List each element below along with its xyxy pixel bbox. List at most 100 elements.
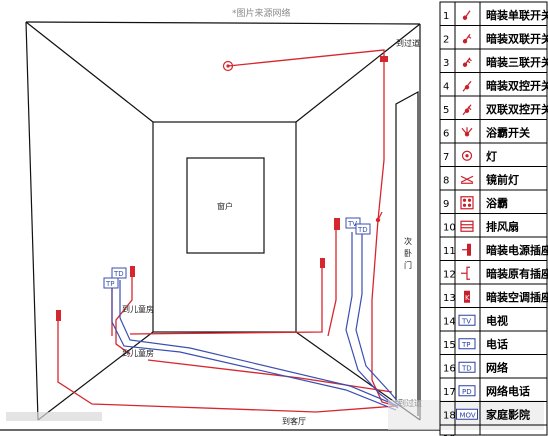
legend-number: 17 xyxy=(443,387,456,398)
caption: *图片来源网络 xyxy=(232,7,291,19)
legend-number: 3 xyxy=(443,58,449,69)
legend-label: 家庭影院 xyxy=(486,407,530,421)
triple-switch-icon xyxy=(462,57,472,67)
ceiling-right-edge xyxy=(295,23,421,123)
legend-number: 2 xyxy=(443,34,449,45)
bath-heater-switch-icon xyxy=(461,127,473,137)
legend-number: 16 xyxy=(443,363,456,374)
svg-text:TD: TD xyxy=(461,364,472,372)
legend-number: 19 xyxy=(443,434,456,436)
legend-number: 18 xyxy=(443,410,456,421)
signal-wiring xyxy=(111,232,401,411)
home-theater-icon: MOV xyxy=(456,408,478,420)
legend-label: 暗装原有插座 xyxy=(486,266,548,280)
kids-socket-icon xyxy=(130,266,135,277)
legend-label: 暗装空调插座 xyxy=(486,290,548,304)
double-switch-icon xyxy=(462,33,472,44)
ceiling-front-edge xyxy=(25,21,421,25)
legend-number: 5 xyxy=(443,105,449,116)
legend-label: 镜前灯 xyxy=(486,172,519,186)
single-switch-icon xyxy=(462,10,471,20)
lamp-wire xyxy=(227,49,385,67)
legend-label: 浴霸开关 xyxy=(486,125,530,139)
legend-number: 15 xyxy=(443,340,456,351)
power-wiring xyxy=(57,49,397,413)
left-td-tag: TD xyxy=(111,267,127,279)
to-passage-label: 到过道 xyxy=(396,38,420,48)
floor-left-edge xyxy=(37,331,154,421)
door-frame xyxy=(395,90,419,416)
legend-number: 14 xyxy=(443,316,456,327)
svg-text:TV: TV xyxy=(347,220,357,228)
svg-text:MOV: MOV xyxy=(460,411,476,419)
dual-control-switch-icon xyxy=(462,80,472,92)
td-line xyxy=(355,232,401,405)
legend-number: 9 xyxy=(443,199,449,210)
passage-switch-icon xyxy=(380,56,388,62)
legend-border xyxy=(439,1,548,436)
mirror-lamp-icon xyxy=(460,175,474,184)
legend-label: 暗装双控开关 xyxy=(486,78,548,92)
exhaust-fan-icon xyxy=(460,220,474,232)
left-tp-tag: TP xyxy=(103,277,119,289)
legend-number: 1 xyxy=(443,11,449,22)
legend-row: 1 暗装单联开关 xyxy=(440,8,548,26)
door-label-2: 卧 xyxy=(404,249,412,258)
legend-number: 13 xyxy=(443,293,456,304)
door-label-1: 次 xyxy=(404,236,412,246)
legend-row: 2 暗装双联开关 xyxy=(440,31,548,50)
legend-row: 18 MOV 家庭影院 xyxy=(440,407,547,426)
tv-line xyxy=(345,232,399,409)
watermark-blur-left xyxy=(6,412,102,421)
window-frame xyxy=(186,157,265,254)
tv-icon: TV xyxy=(458,314,476,326)
right-socket-drop xyxy=(327,230,337,337)
kids-signal-1 xyxy=(111,286,397,411)
legend-number: 8 xyxy=(443,175,449,186)
legend-number: 11 xyxy=(443,246,456,257)
back-wall xyxy=(152,121,297,333)
legend-label: 暗装双联开关 xyxy=(486,31,548,45)
telephone-icon: TP xyxy=(458,338,476,350)
to-kids-room-label-1: 到儿童房 xyxy=(122,304,154,314)
legend-label: 双联双控开关 xyxy=(486,102,548,116)
legend-row: 10 排风扇 xyxy=(440,219,547,238)
to-kids-room-label-2: 到儿童房 xyxy=(122,348,154,358)
window-label: 窗户 xyxy=(217,201,233,211)
lamp-icon xyxy=(461,150,473,161)
left-socket-icon xyxy=(56,310,61,321)
network-icon: TD xyxy=(458,361,476,373)
legend-row: 19 xyxy=(443,434,456,436)
svg-text:K: K xyxy=(465,294,470,302)
door-label-3: 门 xyxy=(404,260,412,270)
right-low-socket-icon xyxy=(320,258,325,268)
right-wall-riser xyxy=(371,60,397,407)
bath-heater-icon xyxy=(460,196,474,210)
legend-number: 10 xyxy=(443,222,456,233)
legend-row: 6 浴霸开关 xyxy=(440,125,547,144)
svg-text:PD: PD xyxy=(462,388,472,396)
td-outlet-tag: TD xyxy=(355,223,371,235)
to-living-room-label: 到客厅 xyxy=(282,416,306,426)
power-socket-icon xyxy=(462,243,471,256)
legend-label: 暗装单联开关 xyxy=(486,8,548,22)
back-floor-run xyxy=(129,266,323,335)
fixtures: TV TD TD TP xyxy=(56,56,388,321)
svg-text:TP: TP xyxy=(461,341,471,349)
ceiling-left-edge xyxy=(25,21,154,123)
left-wall-edge xyxy=(25,21,39,421)
svg-text:TD: TD xyxy=(357,226,368,234)
legend-label: 排风扇 xyxy=(486,219,519,233)
legend-label: 暗装三联开关 xyxy=(486,55,548,69)
legend-number: 6 xyxy=(443,128,449,139)
right-wall-switch-icon xyxy=(375,211,383,223)
room-outline xyxy=(0,21,440,431)
svg-text:TP: TP xyxy=(105,280,115,288)
